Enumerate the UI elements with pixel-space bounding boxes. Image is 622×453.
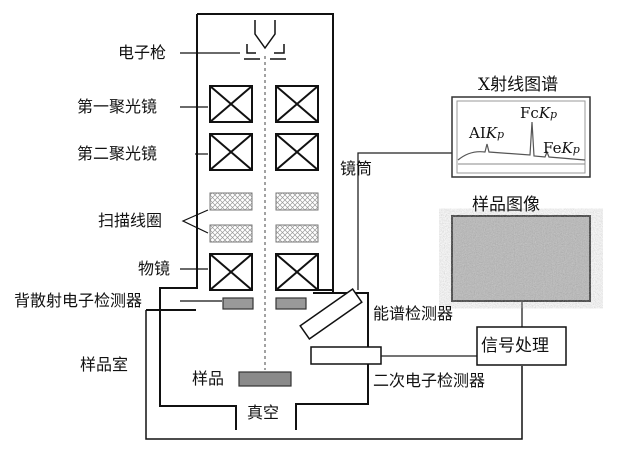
- label-condenser-2: 第二聚光镜: [77, 144, 158, 163]
- label-objective: 物镜: [138, 259, 171, 278]
- label-sample-image: 样品图像: [472, 195, 540, 215]
- signal-processing-box: [476, 326, 567, 366]
- column-outline: [197, 13, 334, 111]
- sample-image-panel: [451, 215, 591, 302]
- label-electron-gun: 电子枪: [118, 43, 167, 62]
- scan-coils: [209, 192, 319, 243]
- eds-signal-line: [357, 152, 452, 290]
- label-signal-processing: 信号处理: [481, 336, 549, 356]
- label-column: 镜筒: [340, 159, 373, 178]
- condenser-lens-2: [209, 133, 319, 171]
- label-sample: 样品: [192, 369, 225, 388]
- label-chamber: 样品室: [80, 355, 129, 374]
- label-se-detector: 二次电子检测器: [373, 371, 486, 390]
- bse-detector: [222, 297, 307, 310]
- sample: [238, 371, 292, 387]
- label-condenser-1: 第一聚光镜: [77, 97, 158, 116]
- peak-label-fc: FcKp: [520, 104, 558, 122]
- label-bse-detector: 背散射电子检测器: [14, 291, 143, 310]
- peak-label-al: AIKp: [469, 124, 505, 142]
- label-eds-detector: 能谱检测器: [373, 304, 454, 323]
- peak-label-fe: FeKp: [543, 139, 580, 157]
- objective-lens: [209, 253, 319, 291]
- eds-detector: [299, 288, 363, 340]
- spectrum-curve: [457, 121, 586, 161]
- label-vacuum: 真空: [247, 403, 280, 422]
- label-scan-coil: 扫描线圈: [98, 211, 163, 230]
- label-xray-spectrum: X射线图谱: [478, 75, 559, 95]
- xray-spectrum-panel: [451, 96, 591, 178]
- se-detector: [310, 346, 382, 365]
- electron-gun: [244, 20, 286, 60]
- condenser-lens-1: [209, 85, 319, 123]
